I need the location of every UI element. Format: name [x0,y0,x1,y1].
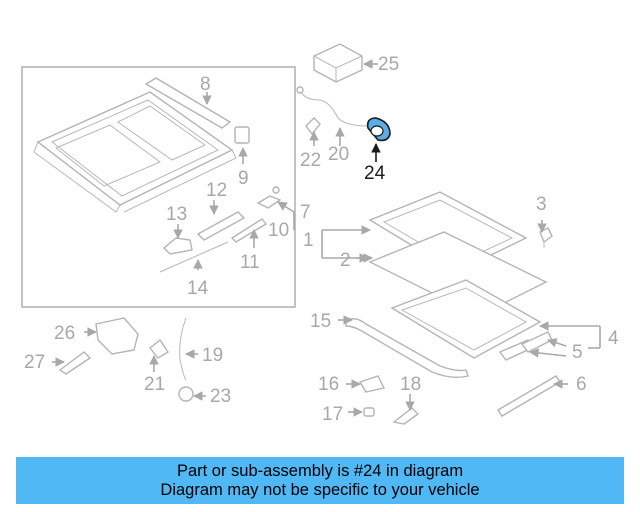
clip-part-22 [305,117,321,136]
callout-13: 13 [166,204,187,225]
callout-9: 9 [238,168,249,189]
slider-part-11 [230,218,268,243]
motor-part-25 [313,43,363,83]
stopper-part-17 [363,407,375,417]
bracket-part-9 [234,126,250,144]
callout-11: 11 [240,252,260,273]
callout-17: 17 [322,404,343,425]
callout-25: 25 [378,54,399,75]
cable-part-14 [159,241,229,273]
callout-15: 15 [310,311,331,332]
callout-10: 10 [268,220,289,241]
unit-part-26 [95,317,139,355]
clip-part-21 [149,338,169,359]
shoe-part-13 [162,237,193,255]
banner-line-2: Diagram may not be specific to your vehi… [160,480,480,499]
pad-part-16 [358,375,386,393]
frame-subassembly-box [21,66,296,308]
callout-8: 8 [200,74,211,95]
grommet-part-23 [178,386,194,402]
callout-23: 23 [210,386,231,407]
callout-6: 6 [576,374,587,395]
callout-1: 1 [303,230,314,251]
slider-part-12 [196,211,246,241]
sunroof-frame-part [33,91,237,213]
banner-line-1: Part or sub-assembly is #24 in diagram [176,461,464,480]
grommet-part-24-highlighted [366,117,391,142]
callout-7: 7 [300,202,311,223]
clip-part-18 [392,407,420,425]
callout-14: 14 [187,278,209,299]
callout-26: 26 [54,323,75,344]
weatherstrip-part-15 [345,317,469,379]
guide-rail-part-8 [144,77,232,129]
callout-19: 19 [202,345,223,366]
callout-2: 2 [340,250,351,271]
callout-3: 3 [536,194,547,215]
callout-21: 21 [144,374,165,395]
callout-22: 22 [300,150,321,171]
callout-20: 20 [328,144,349,165]
tube-part-19 [179,317,187,381]
info-banner: Part or sub-assembly is #24 in diagram D… [16,457,624,504]
callout-27: 27 [24,352,45,373]
callout-24-highlighted: 24 [364,163,386,184]
rail-part-6 [497,375,561,417]
drain-hose-part-20 [299,87,369,127]
leader-lines [52,59,601,417]
hose-part-27 [58,351,92,375]
parts-diagram: 1 2 3 4 5 6 7 8 9 10 11 12 13 14 15 16 1… [21,43,619,425]
callout-4: 4 [608,328,619,349]
callout-5: 5 [572,342,583,363]
callout-16: 16 [318,374,339,395]
callout-18: 18 [400,374,421,395]
link-part-10 [256,186,282,209]
callout-12: 12 [206,180,227,201]
callout-labels: 1 2 3 4 5 6 7 8 9 10 11 12 13 14 15 16 1… [24,54,619,425]
